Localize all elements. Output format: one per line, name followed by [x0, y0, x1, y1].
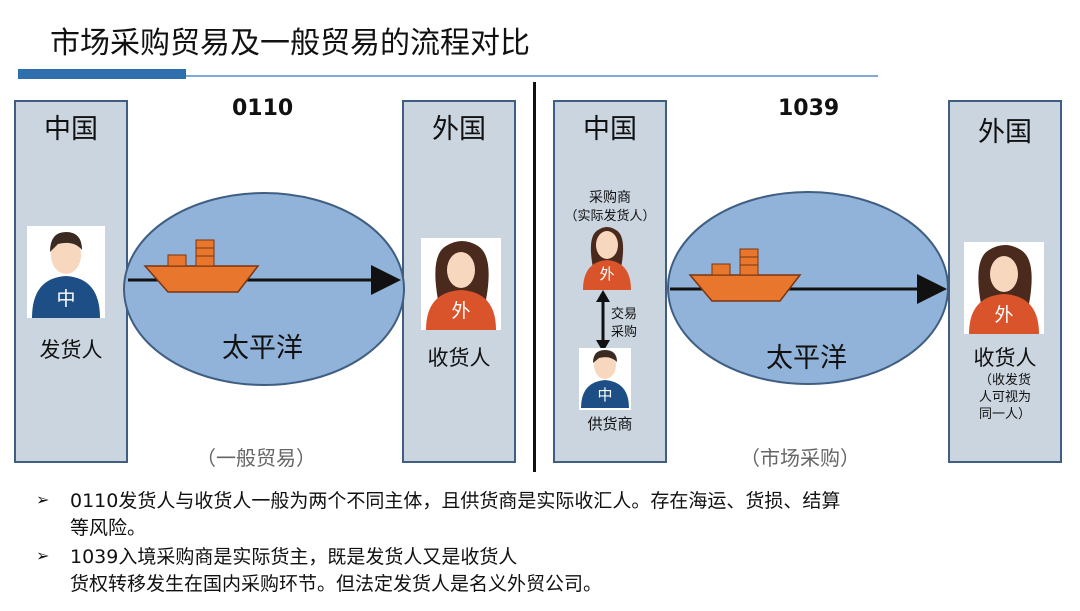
note-2-line-1: 1039入境采购商是实际货主，既是发货人又是收货人	[70, 546, 518, 568]
right-foreign-title: 外国	[978, 117, 1032, 148]
trade-code-1039: 1039	[778, 96, 840, 121]
left-ship-icon	[143, 239, 260, 293]
right-receiver-label: 收货人	[973, 346, 1037, 370]
buyer-label: 采购商	[589, 190, 631, 206]
right-ship-icon	[688, 248, 802, 302]
sender-label-front: 发货人	[39, 338, 103, 362]
title-underline-thin	[186, 75, 878, 77]
left-ocean-label: 太平洋	[222, 333, 303, 364]
buyer-sub-label: （实际发货人）	[564, 209, 656, 224]
trade-label-1: 交易	[611, 307, 638, 322]
page-title: 市场采购贸易及一般贸易的流程对比	[50, 26, 530, 61]
receiver-label-front: 收货人	[427, 346, 491, 370]
right-receiver-note-3: 同一人）	[978, 407, 1031, 422]
right-receiver-note-1: （收发货	[978, 373, 1031, 388]
left-foreign-title-front: 外国	[432, 114, 486, 145]
sender-badge-front: 中	[56, 288, 76, 310]
supplier-label: 供货商	[587, 415, 633, 433]
right-china-people	[579, 227, 631, 410]
buyer-badge: 外	[599, 265, 615, 283]
receiver-badge-front: 外	[451, 300, 471, 322]
supplier-badge: 中	[597, 386, 613, 404]
right-ocean-label: 太平洋	[766, 343, 847, 374]
trade-label-2: 采购	[611, 325, 638, 340]
left-foreign-people	[421, 238, 501, 330]
section-divider	[533, 82, 536, 472]
trade-code-0110: 0110	[232, 96, 294, 121]
title-underline-thick	[18, 69, 186, 79]
note-1-line-2: 等风险。	[70, 517, 147, 539]
right-receiver-badge: 外	[994, 304, 1014, 326]
note-1-bullet: ➢	[36, 490, 50, 509]
left-ocean	[123, 192, 405, 386]
note-1-line-1: 0110发货人与收货人一般为两个不同主体，且供货商是实际收汇人。存在海运、货损、…	[70, 490, 841, 512]
right-receiver-note-2: 人可视为	[978, 390, 1031, 405]
note-2-bullet: ➢	[36, 546, 50, 565]
left-caption: （一般贸易）	[196, 446, 316, 470]
left-china-title-front: 中国	[44, 114, 98, 145]
right-caption: （市场采购）	[740, 446, 860, 470]
left-china-people	[27, 226, 105, 318]
note-2-line-2: 货权转移发生在国内采购环节。但法定发货人是名义外贸公司。	[70, 573, 603, 595]
right-foreign-people	[964, 242, 1044, 334]
right-china-title: 中国	[583, 114, 637, 145]
